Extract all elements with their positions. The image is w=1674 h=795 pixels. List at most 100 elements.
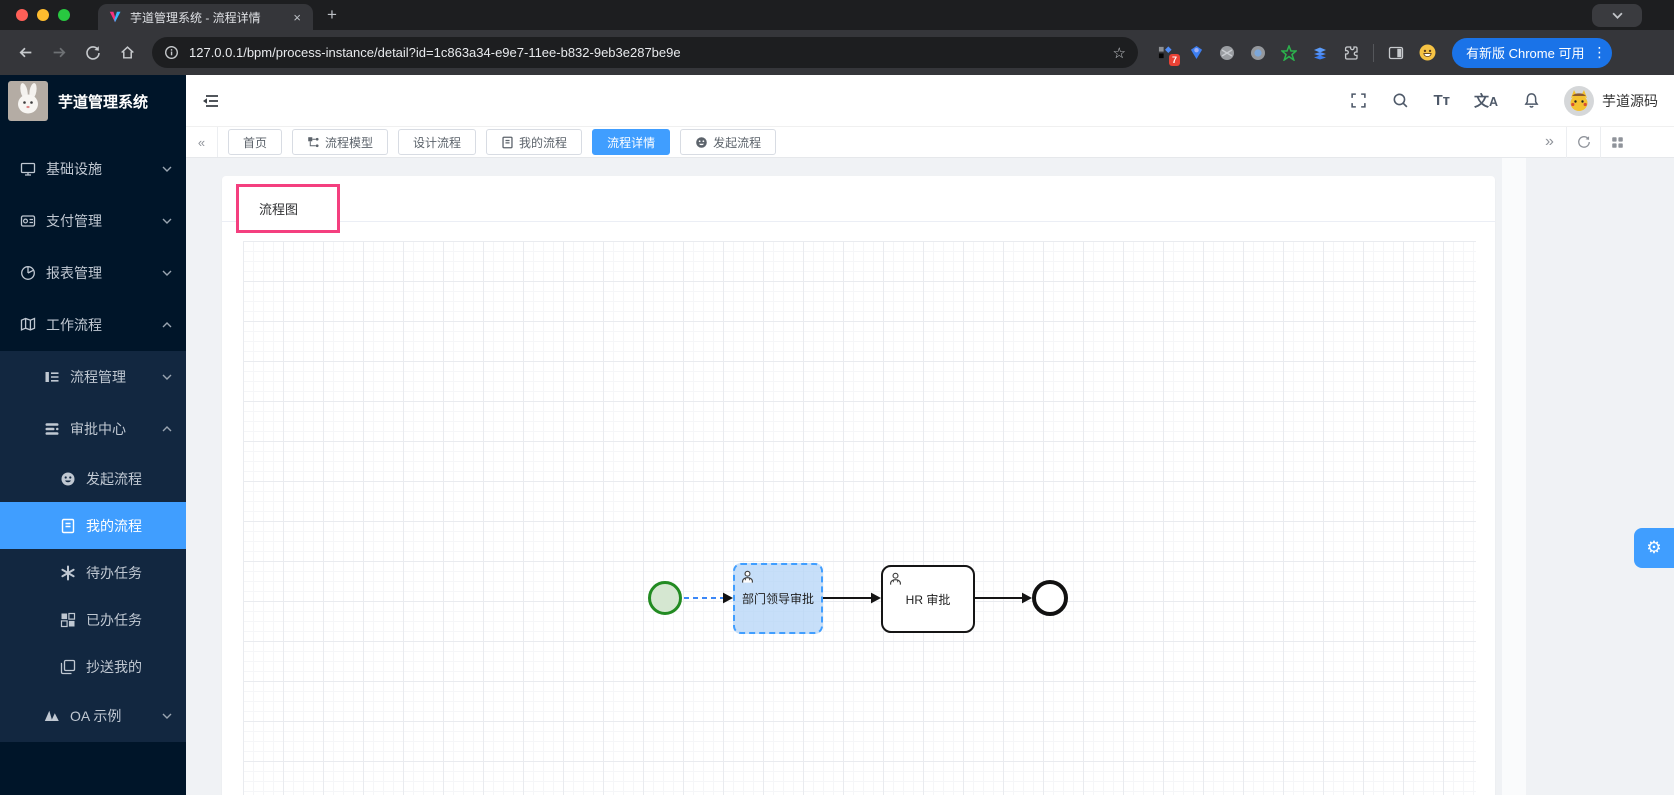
extension-icon-4[interactable]: [1249, 44, 1267, 62]
browser-menu-icon[interactable]: ⋮: [1592, 44, 1607, 60]
browser-toolbar: 127.0.0.1/bpm/process-instance/detail?id…: [0, 30, 1674, 75]
extension-icon-3[interactable]: [1218, 44, 1236, 62]
extensions-puzzle-icon[interactable]: [1342, 44, 1360, 62]
extension-icon-5[interactable]: [1280, 44, 1298, 62]
pie-chart-icon: [21, 266, 35, 280]
tab-home[interactable]: 首页: [228, 129, 283, 155]
window-controls: [0, 9, 84, 21]
fullscreen-icon[interactable]: [1349, 92, 1367, 110]
bell-icon[interactable]: [1522, 92, 1540, 110]
tab-label: 流程详情: [607, 135, 656, 150]
bpmn-task-hr-approve[interactable]: HR 审批: [881, 565, 975, 633]
gear-icon: ⚙: [1646, 538, 1662, 558]
reload-icon[interactable]: [78, 38, 108, 68]
tab-search-button[interactable]: [1592, 4, 1642, 27]
collapse-menu-icon[interactable]: [202, 93, 220, 109]
bpmn-canvas[interactable]: 部门领导审批 HR 审批: [243, 241, 1476, 795]
scrollbar-track[interactable]: [1502, 158, 1526, 795]
home-icon[interactable]: [112, 38, 142, 68]
tab-label: 我的流程: [519, 135, 568, 150]
sidebar-item-oa-example[interactable]: OA 示例: [0, 690, 186, 742]
sidebar-item-label: 审批中心: [70, 421, 126, 437]
sidebar-item-my-process[interactable]: 我的流程: [0, 502, 186, 549]
close-tab-icon[interactable]: ×: [293, 9, 301, 25]
task-label: 部门领导审批: [741, 592, 814, 606]
sidebar-item-start-process[interactable]: 发起流程: [0, 455, 186, 502]
sidebar-item-report[interactable]: 报表管理: [0, 247, 186, 299]
sidebar-logo[interactable]: 芋道管理系统: [0, 75, 186, 127]
forward-icon[interactable]: [44, 38, 74, 68]
layout-grid-icon[interactable]: [1601, 136, 1634, 149]
card-header: 流程图: [222, 176, 1495, 233]
profile-avatar-icon[interactable]: [1418, 44, 1436, 62]
browser-tab-title: 芋道管理系统 - 流程详情: [130, 10, 261, 25]
payment-icon: [20, 215, 36, 227]
address-bar[interactable]: 127.0.0.1/bpm/process-instance/detail?id…: [152, 37, 1138, 68]
workflow-submenu: 流程管理 审批中心: [0, 351, 186, 742]
extension-badge: 7: [1168, 53, 1180, 66]
sidebar-item-cc-me[interactable]: 抄送我的: [0, 643, 186, 690]
user-menu[interactable]: 芋道源码: [1564, 85, 1658, 116]
tab-my-process[interactable]: 我的流程: [486, 129, 583, 155]
chrome-update-label: 有新版 Chrome 可用: [1466, 46, 1585, 61]
sidebar-item-payment[interactable]: 支付管理: [0, 195, 186, 247]
tab-start-process[interactable]: 发起流程: [680, 129, 777, 155]
tabs-scroll-right-icon[interactable]: »: [1545, 133, 1554, 150]
smiley-icon: [696, 136, 707, 148]
tab-process-detail[interactable]: 流程详情: [592, 129, 671, 155]
sidebar-item-workflow[interactable]: 工作流程: [0, 299, 186, 351]
tab-label: 首页: [243, 135, 268, 150]
site-info-icon[interactable]: [164, 45, 179, 60]
app-title: 芋道管理系统: [58, 93, 149, 111]
search-icon[interactable]: [1391, 92, 1409, 110]
monitor-icon: [20, 162, 36, 176]
extension-icon-6[interactable]: [1311, 44, 1329, 62]
font-size-icon[interactable]: Tт: [1433, 92, 1450, 109]
chrome-update-button[interactable]: 有新版 Chrome 可用 ⋮: [1452, 37, 1613, 68]
maximize-window-button[interactable]: [58, 9, 70, 21]
start-process-icon: [61, 472, 75, 485]
side-panel-icon[interactable]: [1387, 44, 1405, 62]
minimize-window-button[interactable]: [37, 9, 49, 21]
bookmark-star-icon[interactable]: ☆: [1112, 44, 1126, 62]
user-task-icon: [742, 570, 753, 583]
sidebar-item-label: 流程管理: [70, 369, 126, 385]
sidebar-item-label: 抄送我的: [86, 658, 142, 675]
sidebar-item-done-task[interactable]: 已办任务: [0, 596, 186, 643]
refresh-icon[interactable]: [1567, 135, 1600, 149]
task-label: HR 审批: [905, 592, 951, 607]
extension-icon-2[interactable]: [1187, 44, 1205, 62]
chevron-up-icon: [162, 426, 172, 432]
sidebar-item-label: 基础设施: [46, 161, 102, 177]
close-window-button[interactable]: [16, 9, 28, 21]
sidebar-menu: 基础设施 支付管理: [0, 143, 186, 742]
page-content: 流程图: [186, 158, 1674, 795]
new-tab-button[interactable]: +: [327, 5, 337, 24]
url-text: 127.0.0.1/bpm/process-instance/detail?id…: [189, 45, 681, 60]
bpmn-task-dept-leader-approve[interactable]: 部门领导审批: [733, 563, 823, 634]
extension-icon-1[interactable]: 7: [1156, 44, 1180, 66]
back-icon[interactable]: [10, 38, 40, 68]
chevron-down-icon: [162, 713, 172, 719]
tabs-scroll-left-icon[interactable]: «: [186, 127, 218, 157]
sidebar-item-infrastructure[interactable]: 基础设施: [0, 143, 186, 195]
sidebar-item-approval-center[interactable]: 审批中心: [0, 403, 186, 455]
locale-icon[interactable]: 文A: [1473, 93, 1498, 110]
browser-tab[interactable]: 芋道管理系统 - 流程详情 ×: [98, 4, 313, 30]
workflow-icon: [20, 317, 36, 331]
username: 芋道源码: [1602, 92, 1658, 109]
sidebar-item-process-manage[interactable]: 流程管理: [0, 351, 186, 403]
sidebar-item-todo-task[interactable]: 待办任务: [0, 549, 186, 596]
tab-design-process[interactable]: 设计流程: [398, 129, 477, 155]
sidebar-item-label: 工作流程: [46, 317, 102, 333]
bpmn-start-event[interactable]: [648, 581, 682, 615]
settings-drawer-button[interactable]: ⚙: [1634, 528, 1674, 568]
chevron-down-icon: [162, 270, 172, 276]
browser-tabstrip: 芋道管理系统 - 流程详情 × +: [0, 0, 1674, 30]
sidebar-item-label: 支付管理: [46, 213, 102, 229]
bpmn-end-event[interactable]: [1032, 580, 1068, 616]
done-task-icon: [60, 612, 76, 627]
tab-process-model[interactable]: 流程模型: [292, 129, 389, 155]
chevron-down-icon: [162, 166, 172, 172]
flow-diagram-card: 流程图: [222, 176, 1495, 795]
